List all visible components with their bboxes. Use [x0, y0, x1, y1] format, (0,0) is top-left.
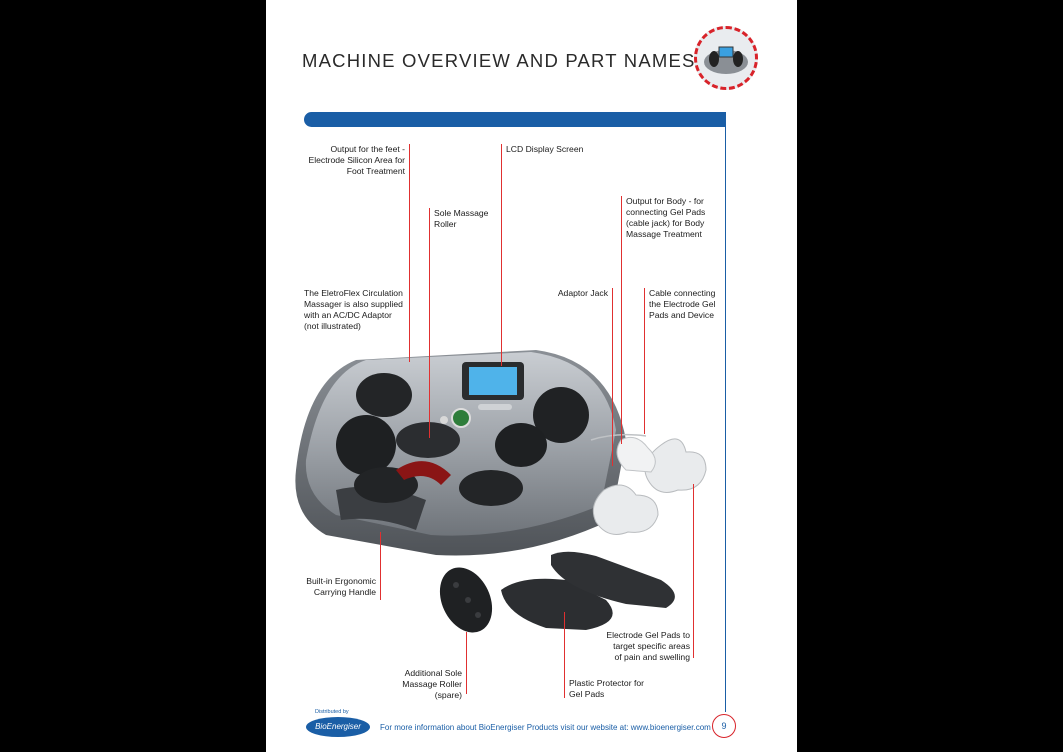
header-bar	[304, 112, 726, 127]
device-thumbnail-image	[704, 46, 748, 74]
leader-line-cable	[644, 288, 645, 434]
leader-line-output-body	[621, 196, 622, 444]
label-gel-pads: Electrode Gel Pads to target specific ar…	[606, 630, 690, 662]
margin-line	[725, 112, 726, 712]
label-lcd: LCD Display Screen	[506, 144, 584, 154]
label-cable: Cable connecting the Electrode Gel Pads …	[649, 288, 716, 320]
leader-line-gel-pads	[693, 484, 694, 658]
distributed-by-text: Distributed by	[315, 709, 349, 715]
manual-page: MACHINE OVERVIEW AND PART NAMES	[266, 0, 797, 752]
leader-line-protector	[564, 612, 565, 698]
leader-line-lcd	[501, 144, 502, 366]
leader-line-sole-roller	[429, 208, 430, 438]
label-sole-roller: Sole Massage Roller	[434, 208, 489, 229]
label-adaptor-note: The EletroFlex Circulation Massager is a…	[304, 288, 403, 331]
bioenergiser-logo: BioEnergiser	[306, 717, 370, 737]
label-adaptor-jack: Adaptor Jack	[557, 288, 608, 298]
label-handle: Built-in Ergonomic Carrying Handle	[306, 576, 376, 597]
page-number: 9	[712, 714, 736, 738]
leader-line-handle	[380, 532, 381, 600]
label-protector: Plastic Protector for Gel Pads	[569, 678, 644, 699]
label-output-body: Output for Body - for connecting Gel Pad…	[626, 196, 706, 239]
device-illustration	[295, 350, 707, 633]
device-thumbnail	[694, 26, 758, 90]
page-title: MACHINE OVERVIEW AND PART NAMES	[302, 50, 696, 71]
leader-line-output-feet	[409, 144, 410, 362]
footer-text: For more information about BioEnergiser …	[380, 723, 711, 732]
label-spare-roller: Additional Sole Massage Roller (spare)	[402, 668, 462, 700]
leader-line-adaptor-jack	[612, 288, 613, 466]
leader-line-spare-roller	[466, 632, 467, 694]
label-output-feet: Output for the feet - Electrode Silicon …	[308, 144, 406, 176]
